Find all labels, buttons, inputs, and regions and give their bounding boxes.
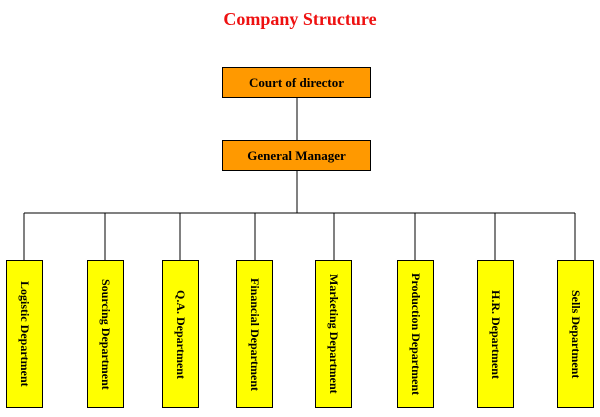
department-label-hr: H.R. Department [489,289,503,379]
department-label-sourcing: Sourcing Department [99,278,113,390]
department-box-qa: Q.A. Department [162,260,199,408]
department-box-hr: H.R. Department [477,260,514,408]
court-of-director-box: Court of director [222,67,371,98]
department-label-logistic: Logistic Department [18,281,32,387]
general-manager-box: General Manager [222,140,371,171]
department-box-sourcing: Sourcing Department [87,260,124,408]
department-label-marketing: Marketing Department [327,274,341,394]
department-box-marketing: Marketing Department [315,260,352,408]
court-of-director-label: Court of director [248,74,345,90]
chart-title: Company Structure [223,9,377,29]
department-label-production: Production Department [409,272,423,396]
department-label-qa: Q.A. Department [174,289,188,379]
department-box-production: Production Department [397,260,434,408]
department-box-financial: Financial Department [236,260,273,408]
department-box-sells: Sells Department [557,260,594,408]
general-manager-label: General Manager [247,147,346,163]
department-box-logistic: Logistic Department [6,260,43,408]
department-label-sells: Sells Department [569,289,583,379]
department-label-financial: Financial Department [248,277,262,391]
